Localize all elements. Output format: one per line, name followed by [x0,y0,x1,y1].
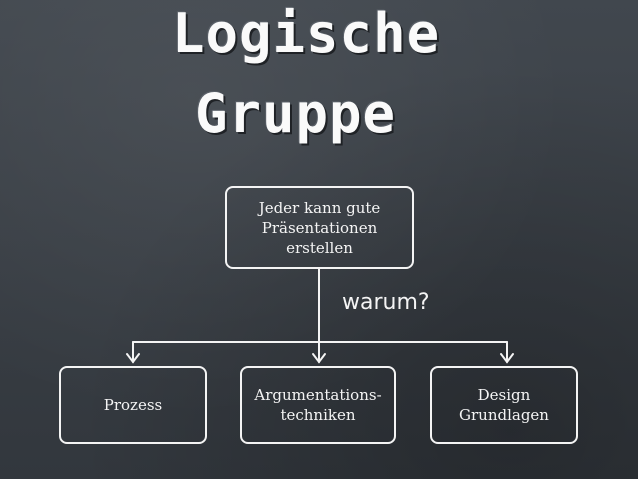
child-node-label-line-1: Argumentations- [254,386,382,404]
child-node-label-line-2: Grundlagen [459,406,549,424]
top-node-line-2: Präsentationen [261,218,378,237]
top-node-line-1: Jeder kann gute [258,198,381,217]
child-node-prozess: Prozess [59,366,207,444]
title-line-1: Logische [172,2,441,65]
child-node-design-grundlagen: Design Grundlagen [430,366,578,444]
title-line-2: Gruppe [195,82,397,145]
child-node-label: Prozess [103,396,163,414]
child-node-label-line-2: techniken [280,406,356,424]
arrowhead-right-icon [500,353,514,364]
top-node: Jeder kann gute Präsentationen erstellen [225,186,414,269]
arrowhead-left-icon [126,353,140,364]
child-node-label-line-1: Design [477,386,531,404]
arrowhead-mid-icon [312,353,326,364]
child-node-argumentationstechniken: Argumentations- techniken [240,366,396,444]
question-label: warum? [342,290,430,315]
top-node-line-3: erstellen [286,238,353,257]
